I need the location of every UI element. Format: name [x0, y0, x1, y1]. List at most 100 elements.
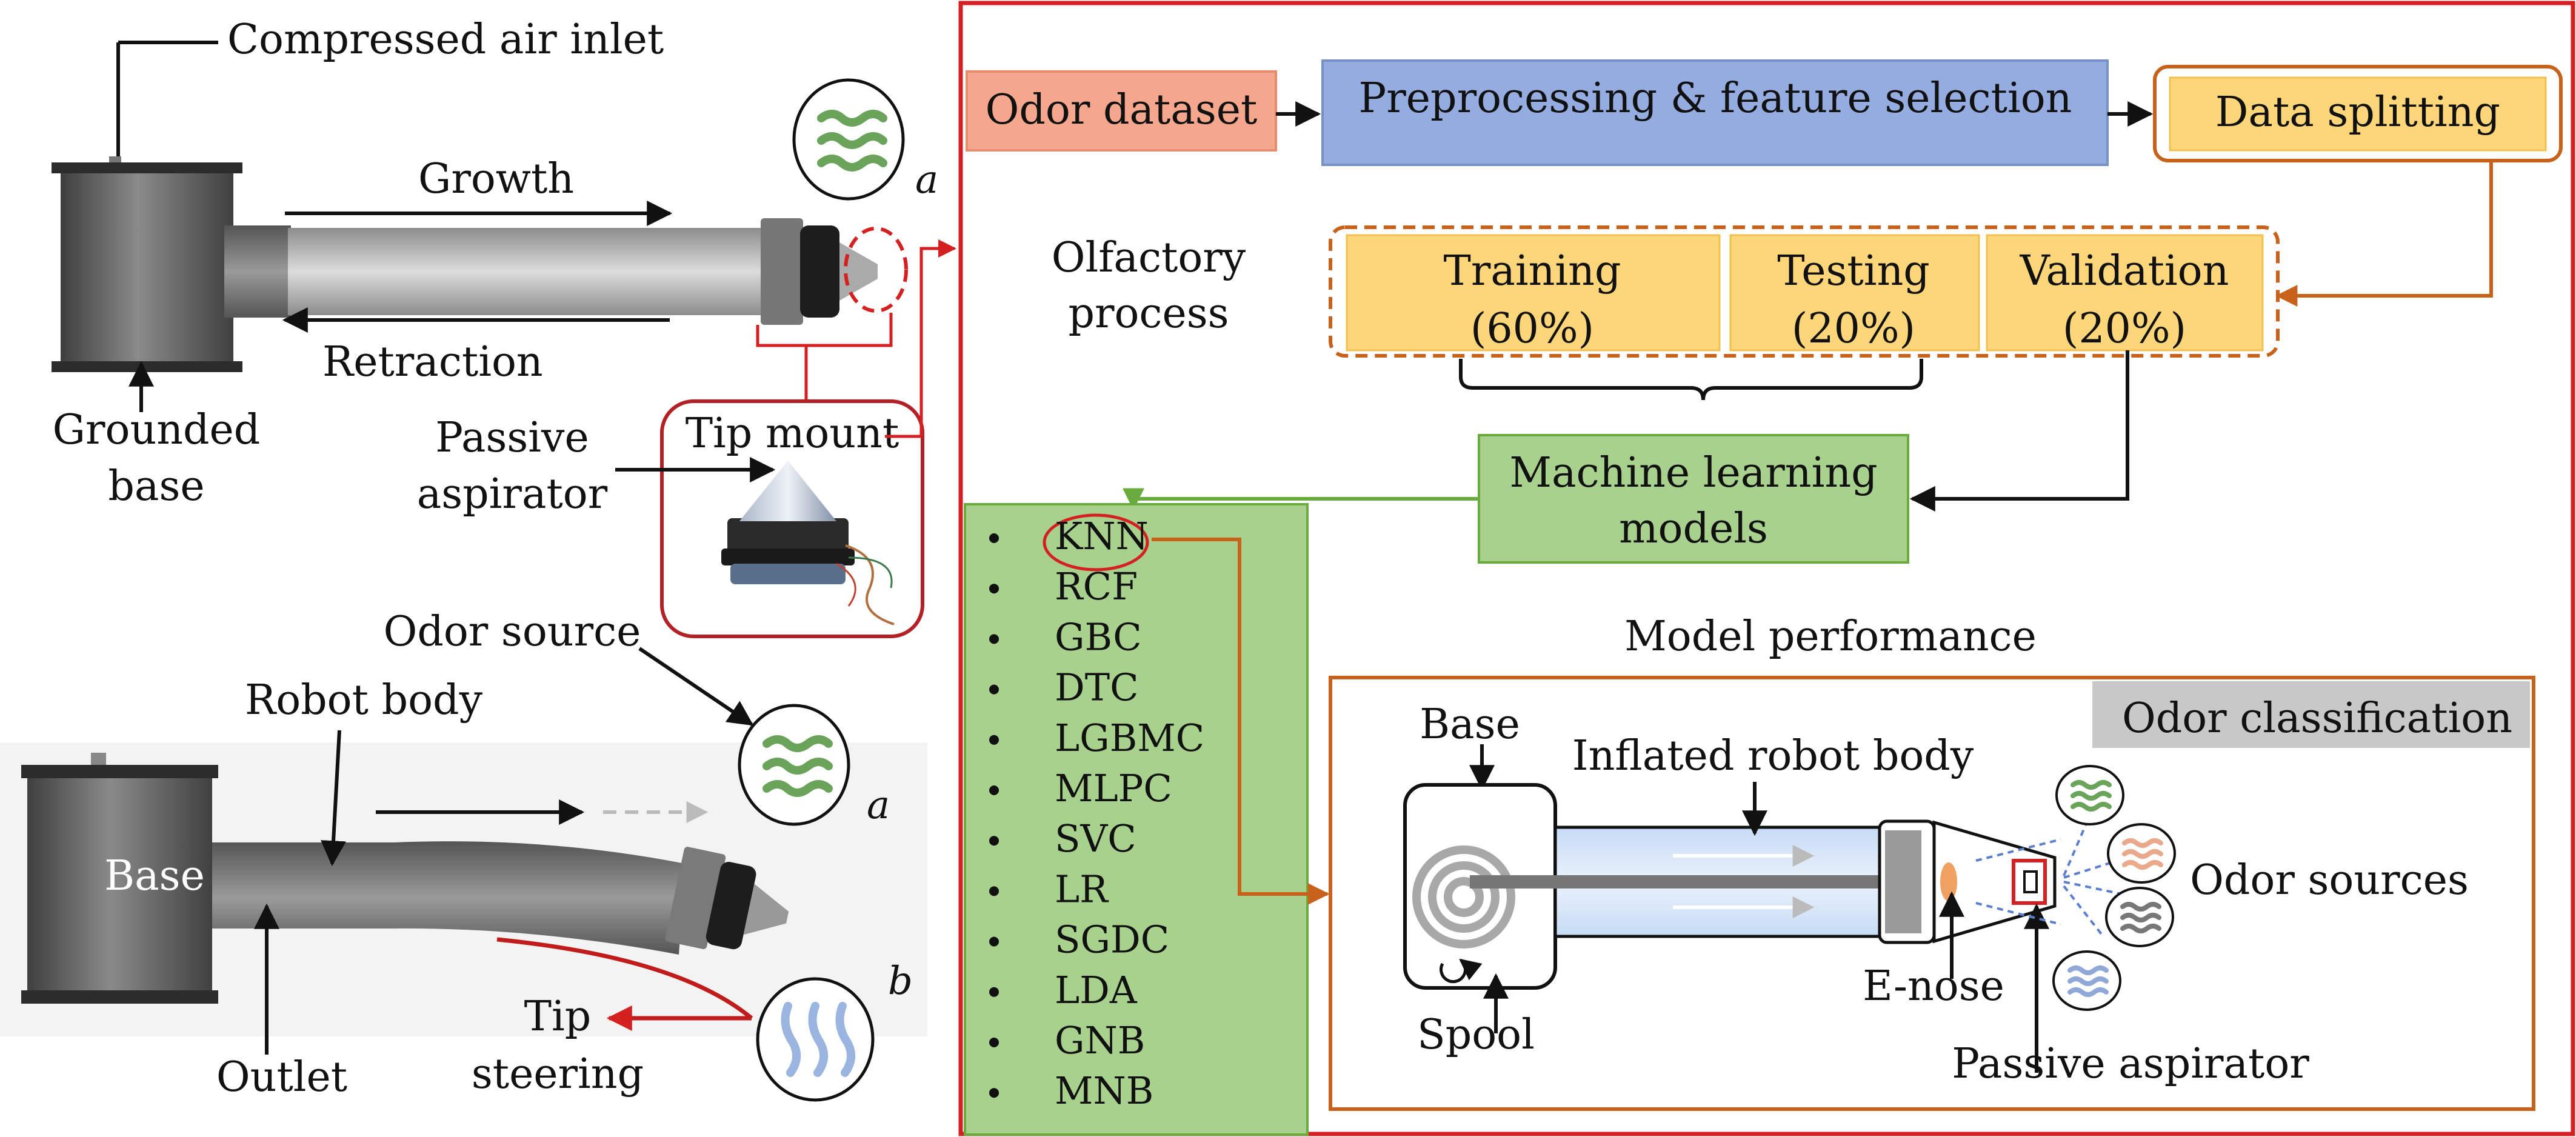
data-splitting-outer — [2153, 65, 2563, 162]
training-testing-brace — [1459, 359, 1923, 401]
odor-source-green — [2055, 765, 2124, 825]
perf-aspirator-highlight — [2012, 859, 2047, 905]
bottom-robot-figure: Base Odor source a Robot body Outlet Tip… — [0, 608, 927, 1102]
testing-box — [1729, 234, 1980, 352]
model-bullet — [989, 1088, 999, 1098]
model-bullet — [989, 785, 999, 795]
blue-odor-icon — [781, 1002, 855, 1077]
ml-models-label-2: models — [1619, 505, 1768, 553]
tip-bracket — [756, 313, 893, 347]
odor-dataset-box — [966, 70, 1277, 152]
perf-base-label: Base — [1420, 701, 1520, 749]
validation-percent: (20%) — [2063, 305, 2186, 353]
robot-body-label: Robot body — [245, 676, 483, 724]
model-item-sgdc: SGDC — [1055, 918, 1169, 962]
model-item-lr: LR — [1055, 867, 1109, 911]
inflated-body-label: Inflated robot body — [1572, 732, 1974, 780]
model-performance-label: Model performance — [1624, 613, 2037, 661]
base-label: Base — [104, 852, 205, 900]
model-item-gbc: GBC — [1055, 615, 1142, 659]
model-bullet — [989, 886, 999, 896]
enose-label: E-nose — [1863, 962, 2004, 1010]
model-bullet — [989, 1038, 999, 1047]
validation-to-ml-arrow — [1909, 350, 2129, 512]
odor-sources-label: Odor sources — [2190, 856, 2469, 904]
passive-aspirator-label-2: aspirator — [417, 470, 608, 518]
data-splitting-label: Data splitting — [2215, 88, 2500, 136]
grounded-base-label-1: Grounded — [53, 406, 261, 454]
green-odor-icon — [817, 110, 887, 172]
tip-mount-ring — [800, 225, 839, 318]
tip-steering-label-2: steering — [472, 1050, 644, 1098]
model-item-lda: LDA — [1055, 968, 1138, 1012]
preprocessing-box — [1321, 59, 2109, 166]
odor-classification-badge — [2092, 681, 2530, 748]
top-robot-figure: Compressed air inlet Growth Retraction G… — [52, 16, 956, 638]
knn-to-performance-arrow — [1152, 538, 1330, 905]
grounded-base-cylinder — [61, 173, 233, 361]
splitting-to-split-arrow — [2275, 161, 2493, 307]
perf-passive-aspirator-label: Passive aspirator — [1952, 1040, 2309, 1088]
odor-source-bubble-bottom — [738, 704, 850, 826]
testing-label: Testing — [1777, 247, 1930, 295]
odor-classification-label: Odor classification — [2122, 695, 2512, 742]
performance-box — [1329, 676, 2535, 1111]
model-bullet — [989, 584, 999, 594]
odor-source-green-icon — [2070, 780, 2112, 812]
odor-source-orange — [2107, 823, 2176, 884]
spool-rotation-icon — [1440, 958, 1483, 984]
odor-source-arrow — [638, 647, 754, 726]
odor-flow-lines — [1975, 819, 2122, 938]
ml-models-box — [1478, 434, 1909, 564]
odor-source-orange-icon — [2122, 838, 2163, 870]
passive-aspirator-label-1: Passive — [435, 414, 589, 462]
model-item-rcf: RCF — [1055, 564, 1138, 609]
data-splitting-box — [2169, 76, 2547, 152]
training-box — [1346, 234, 1721, 352]
tip-mount-photo — [721, 461, 895, 625]
model-bullet — [989, 936, 999, 947]
label-b: b — [888, 959, 913, 1004]
grounded-base-label-2: base — [108, 462, 204, 510]
model-item-svc: SVC — [1055, 816, 1136, 861]
bottom-base-top-flange — [21, 765, 218, 778]
green-odor-icon-bottom — [762, 735, 833, 797]
odor-source-bubble-top — [792, 78, 905, 201]
robot-body-arrow — [321, 730, 347, 867]
tip-mount-to-panel-arrow — [919, 239, 956, 436]
model-list-box — [964, 503, 1309, 1136]
tip-mount-label: Tip mount — [686, 410, 899, 458]
odor-source-label: Odor source — [384, 608, 641, 656]
odor-source-gray-icon — [2120, 902, 2161, 933]
performance-panel: Odor classification Base Spool Inflated … — [1329, 676, 2535, 1111]
odor-dataset-label: Odor dataset — [986, 86, 1258, 134]
outlet-sleeve — [224, 225, 291, 318]
preprocessing-label: Preprocessing & feature selection — [1359, 75, 2072, 122]
tip-highlight-circle — [844, 227, 908, 313]
tip-steering-label-1: Tip — [524, 993, 592, 1041]
label-a-bottom: a — [867, 783, 890, 828]
model-bullet — [989, 735, 999, 745]
odor-source-gray — [2105, 887, 2174, 947]
model-item-mlpc: MLPC — [1055, 766, 1172, 810]
model-bullet — [989, 533, 999, 543]
bottom-base-cylinder — [27, 778, 212, 990]
olfactory-label-2: process — [1068, 290, 1229, 338]
perf-aspirator-icon — [2023, 870, 2038, 893]
retraction-label: Retraction — [322, 338, 543, 386]
bent-robot-body — [212, 841, 685, 955]
model-item-dtc: DTC — [1055, 665, 1139, 710]
data-split-outer — [1329, 225, 2280, 358]
tip-collar — [761, 218, 803, 325]
model-item-gnb: GNB — [1055, 1018, 1145, 1062]
label-a-top: a — [915, 158, 938, 202]
bottom-tip — [665, 847, 789, 950]
data-split-group: Training (60%) Testing (20%) Validation … — [1329, 225, 2280, 358]
olfactory-panel-border — [958, 1, 2575, 1136]
olfactory-label-1: Olfactory — [1052, 234, 1246, 282]
bottom-base-bottom-flange — [21, 990, 218, 1004]
model-item-knn: KNN — [1055, 514, 1149, 558]
pipeline-top-row: Odor dataset Preprocessing & feature sel… — [966, 59, 2563, 307]
